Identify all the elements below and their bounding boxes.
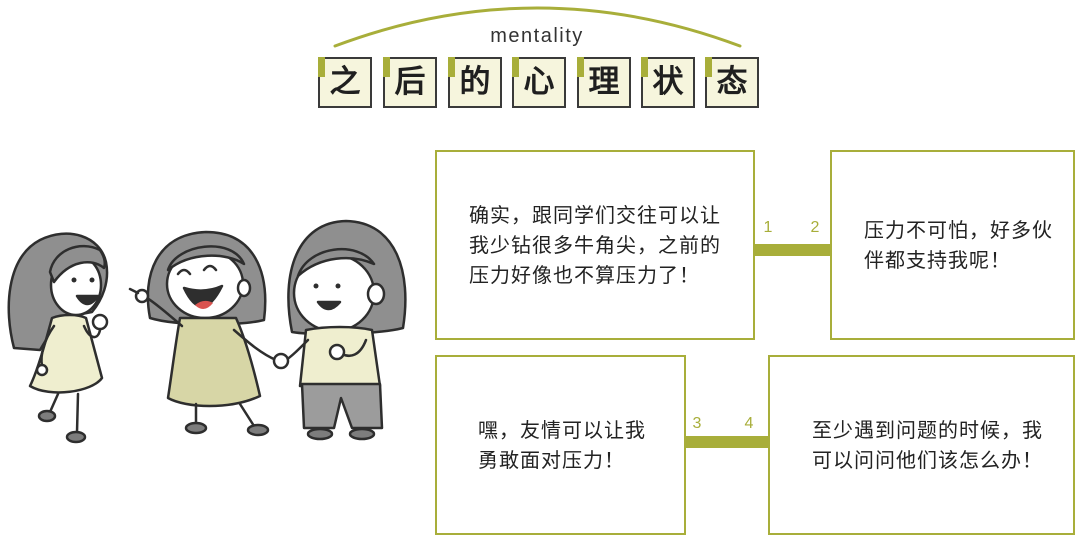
girl-left-mouth: [75, 294, 100, 306]
girl-left-hand: [35, 363, 49, 377]
card-text-line: 伴都支持我呢！: [864, 248, 1011, 272]
girl-middle-dress: [166, 316, 262, 408]
title-char-box: 状: [641, 57, 695, 108]
card-text-line: 我少钻很多牛角尖，之前的: [469, 233, 721, 257]
title-char-tab: [705, 57, 712, 77]
girl-middle-arm: [232, 328, 278, 362]
title-char-box: 后: [383, 57, 437, 108]
title-char-tab: [577, 57, 584, 77]
title-char-box: 态: [705, 57, 759, 108]
title-char-tab: [512, 57, 519, 77]
girl-left-leg: [75, 392, 80, 434]
title-char: 状: [652, 64, 684, 100]
girl-right-eye: [335, 283, 341, 289]
girl-middle-mouth: [182, 284, 224, 308]
girl-middle-eye: [176, 268, 192, 276]
title-char: 理: [588, 64, 620, 100]
title-char-box: 之: [318, 57, 372, 108]
girl-left-shoe: [65, 430, 87, 444]
connector-number: 1: [763, 219, 773, 236]
girl-right-pants: [300, 382, 384, 430]
girl-right-mouth: [316, 300, 342, 311]
title-char: 后: [394, 64, 426, 100]
title-char: 态: [716, 64, 748, 100]
title-arc: [333, 6, 742, 48]
connector-number: 2: [810, 219, 820, 236]
card-text-line: 压力好像也不算压力了！: [469, 263, 700, 287]
title-char: 心: [523, 64, 555, 100]
girl-middle-ear: [236, 278, 252, 298]
connector-bar-1-2: [755, 244, 830, 256]
girl-right-shoe: [348, 427, 376, 441]
girl-middle-leg: [238, 402, 256, 428]
connector-number: 4: [744, 415, 754, 432]
girl-left-eye: [71, 277, 77, 283]
girl-right-ear: [366, 282, 386, 306]
girl-middle: [128, 230, 278, 437]
title-arc-line: [333, 6, 742, 48]
title-char-tab: [448, 57, 455, 77]
girl-middle-pointing-finger: [128, 287, 140, 295]
card-text-line: 勇敢面对压力！: [478, 448, 625, 472]
card-text-line: 嘿，友情可以让我: [478, 418, 646, 442]
card-text-line: 至少遇到问题的时候，我: [812, 418, 1043, 442]
title-char-tab: [318, 57, 325, 77]
girl-right-shoe: [306, 427, 334, 441]
girl-left: [7, 232, 109, 444]
speech-card-2: 压力不可怕，好多伙 伴都支持我呢！: [830, 150, 1075, 340]
held-hands: [272, 352, 290, 370]
card-text-line: 确实，跟同学们交往可以让: [469, 203, 721, 227]
girl-left-bangs: [48, 244, 107, 284]
title-char-box: 心: [512, 57, 566, 108]
illustration-three-girls: [7, 219, 407, 444]
connector-bar-3-4: [686, 436, 768, 448]
girl-right-bangs: [296, 248, 376, 278]
title-char-tab: [383, 57, 390, 77]
card-text-line: 压力不可怕，好多伙: [864, 218, 1053, 242]
title-char: 之: [329, 64, 361, 100]
card-text-line: 可以问问他们该怎么办！: [812, 448, 1043, 472]
girl-left-eye: [89, 277, 95, 283]
title-char-tab: [641, 57, 648, 77]
title-char: 的: [459, 64, 491, 100]
girl-left-leg: [48, 392, 60, 414]
girl-left-hand: [91, 313, 109, 331]
title-char-box: 理: [577, 57, 631, 108]
speech-card-4: 至少遇到问题的时候，我 可以问问他们该怎么办！: [768, 355, 1075, 535]
girl-right-eye: [313, 283, 319, 289]
girl-left-shoe: [37, 409, 57, 423]
girl-left-arm: [82, 324, 102, 339]
speech-card-3: 嘿，友情可以让我 勇敢面对压力！: [435, 355, 686, 535]
girl-middle-tongue: [195, 300, 213, 310]
title-char-box: 的: [448, 57, 502, 108]
girl-middle-shoe: [184, 421, 208, 435]
girl-left-arm: [40, 324, 56, 368]
girl-right: [272, 219, 407, 441]
speech-card-1: 确实，跟同学们交往可以让 我少钻很多牛角尖，之前的 压力好像也不算压力了！: [435, 150, 755, 340]
subtitle: mentality: [490, 25, 584, 47]
girl-middle-eye: [202, 264, 218, 272]
girl-middle-bangs: [166, 245, 246, 272]
girl-middle-shoe: [246, 423, 270, 437]
girl-right-hand: [328, 343, 346, 361]
connector-number: 3: [692, 415, 702, 432]
